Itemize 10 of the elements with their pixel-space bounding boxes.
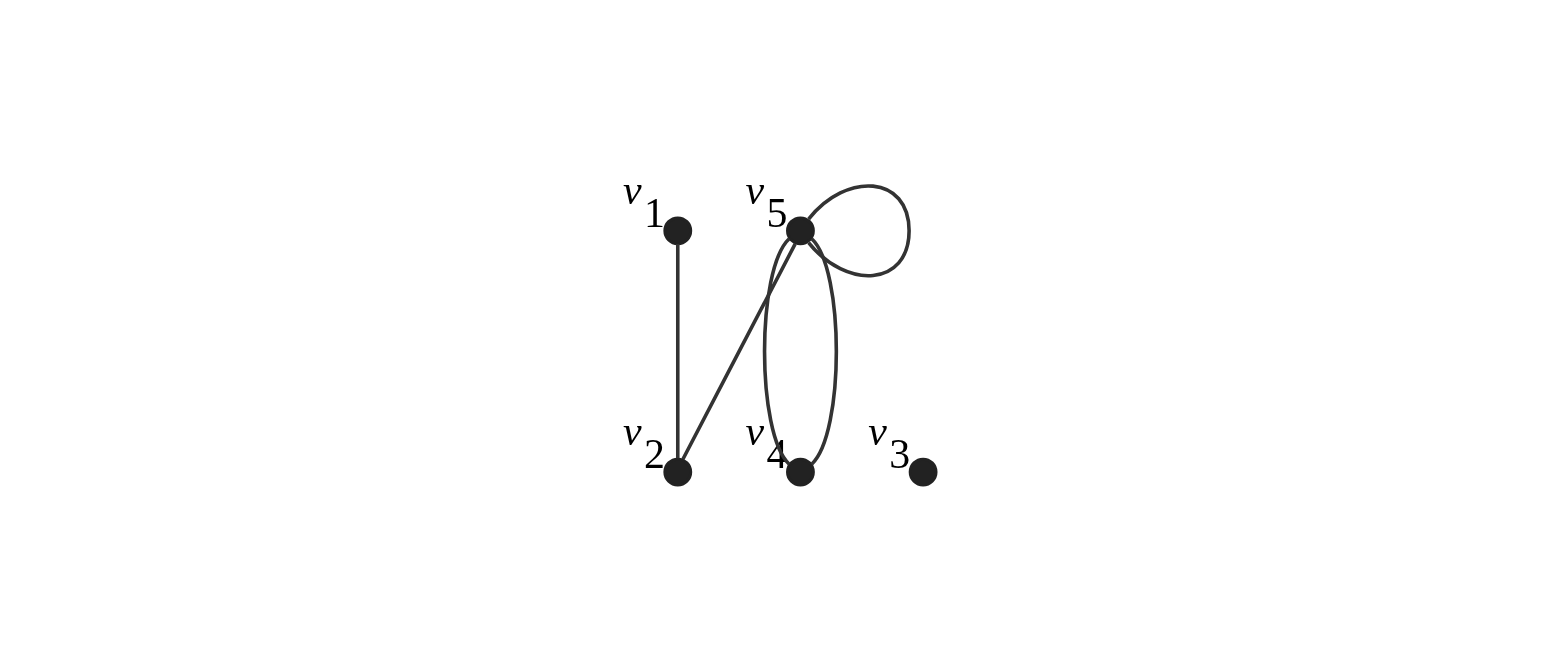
connector bbox=[762, 237, 791, 466]
connector bbox=[809, 237, 838, 466]
connector bbox=[806, 184, 911, 278]
connector bbox=[680, 243, 797, 461]
node-circle bbox=[785, 457, 815, 487]
node-circle bbox=[908, 457, 938, 487]
node-circle bbox=[785, 216, 815, 246]
node-circle bbox=[662, 216, 692, 246]
node-circle bbox=[662, 457, 692, 487]
connector bbox=[675, 243, 680, 459]
